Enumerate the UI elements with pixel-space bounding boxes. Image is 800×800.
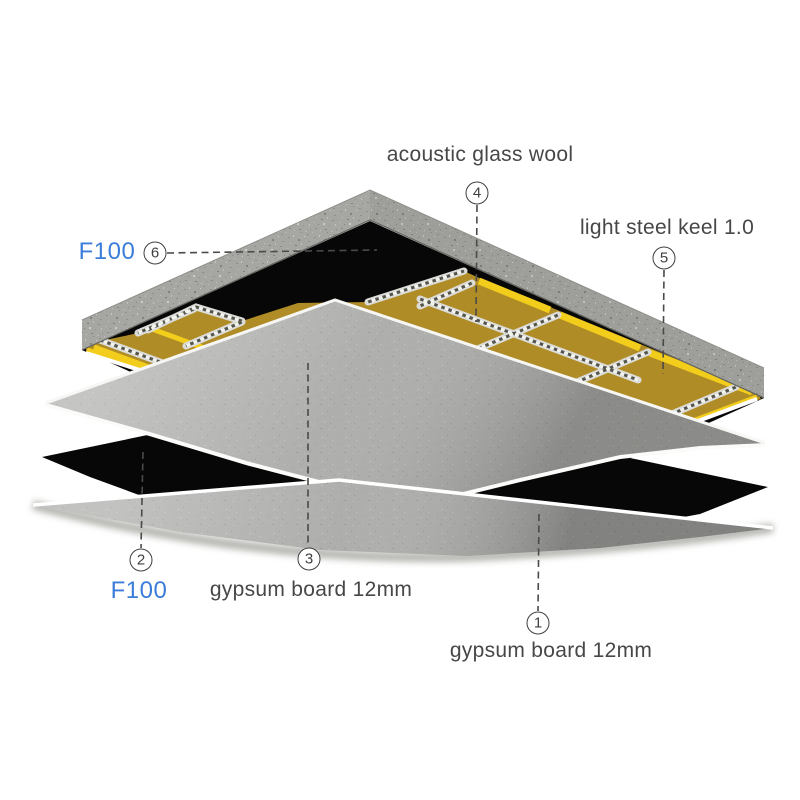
label-acoustic-glass-wool: acoustic glass wool <box>386 143 574 166</box>
board3-white-top-edge <box>45 298 766 445</box>
callout-circle-3: 3 <box>297 547 321 571</box>
gypsum-board-middle <box>44 298 766 504</box>
leader-4 <box>475 204 478 323</box>
board1-face-shade <box>33 480 773 556</box>
leader-1 <box>537 513 540 612</box>
leader-2 <box>140 451 144 549</box>
board1-white-top-edge <box>32 478 774 530</box>
steel-keel-grid <box>96 267 740 423</box>
callout-circle-4: 4 <box>465 181 489 205</box>
board3-face-shade <box>46 300 765 500</box>
callout-circle-1: 1 <box>526 611 550 635</box>
slab-right-face-shade <box>370 190 764 398</box>
leader-6 <box>166 249 378 254</box>
callout-circle-6: 6 <box>143 241 167 265</box>
label-gypsum-board-middle: gypsum board 12mm <box>209 578 413 601</box>
slab-left-face <box>82 190 370 350</box>
label-f100-bottom: F100 <box>110 577 168 604</box>
board1-soft-shadow <box>31 500 774 562</box>
leader-lines <box>140 204 665 612</box>
slab-outline-top <box>81 189 765 369</box>
label-light-steel-keel: light steel keel 1.0 <box>579 216 755 239</box>
label-gypsum-board-bottom: gypsum board 12mm <box>449 639 653 662</box>
callout-circle-2: 2 <box>129 548 153 572</box>
slab-outline-bottom <box>81 219 765 399</box>
callout-circle-5: 5 <box>652 246 676 270</box>
leader-5 <box>662 269 665 375</box>
slab-right-face <box>370 190 764 398</box>
label-f100-top: F100 <box>78 238 136 265</box>
gypsum-board-bottom <box>31 478 774 562</box>
